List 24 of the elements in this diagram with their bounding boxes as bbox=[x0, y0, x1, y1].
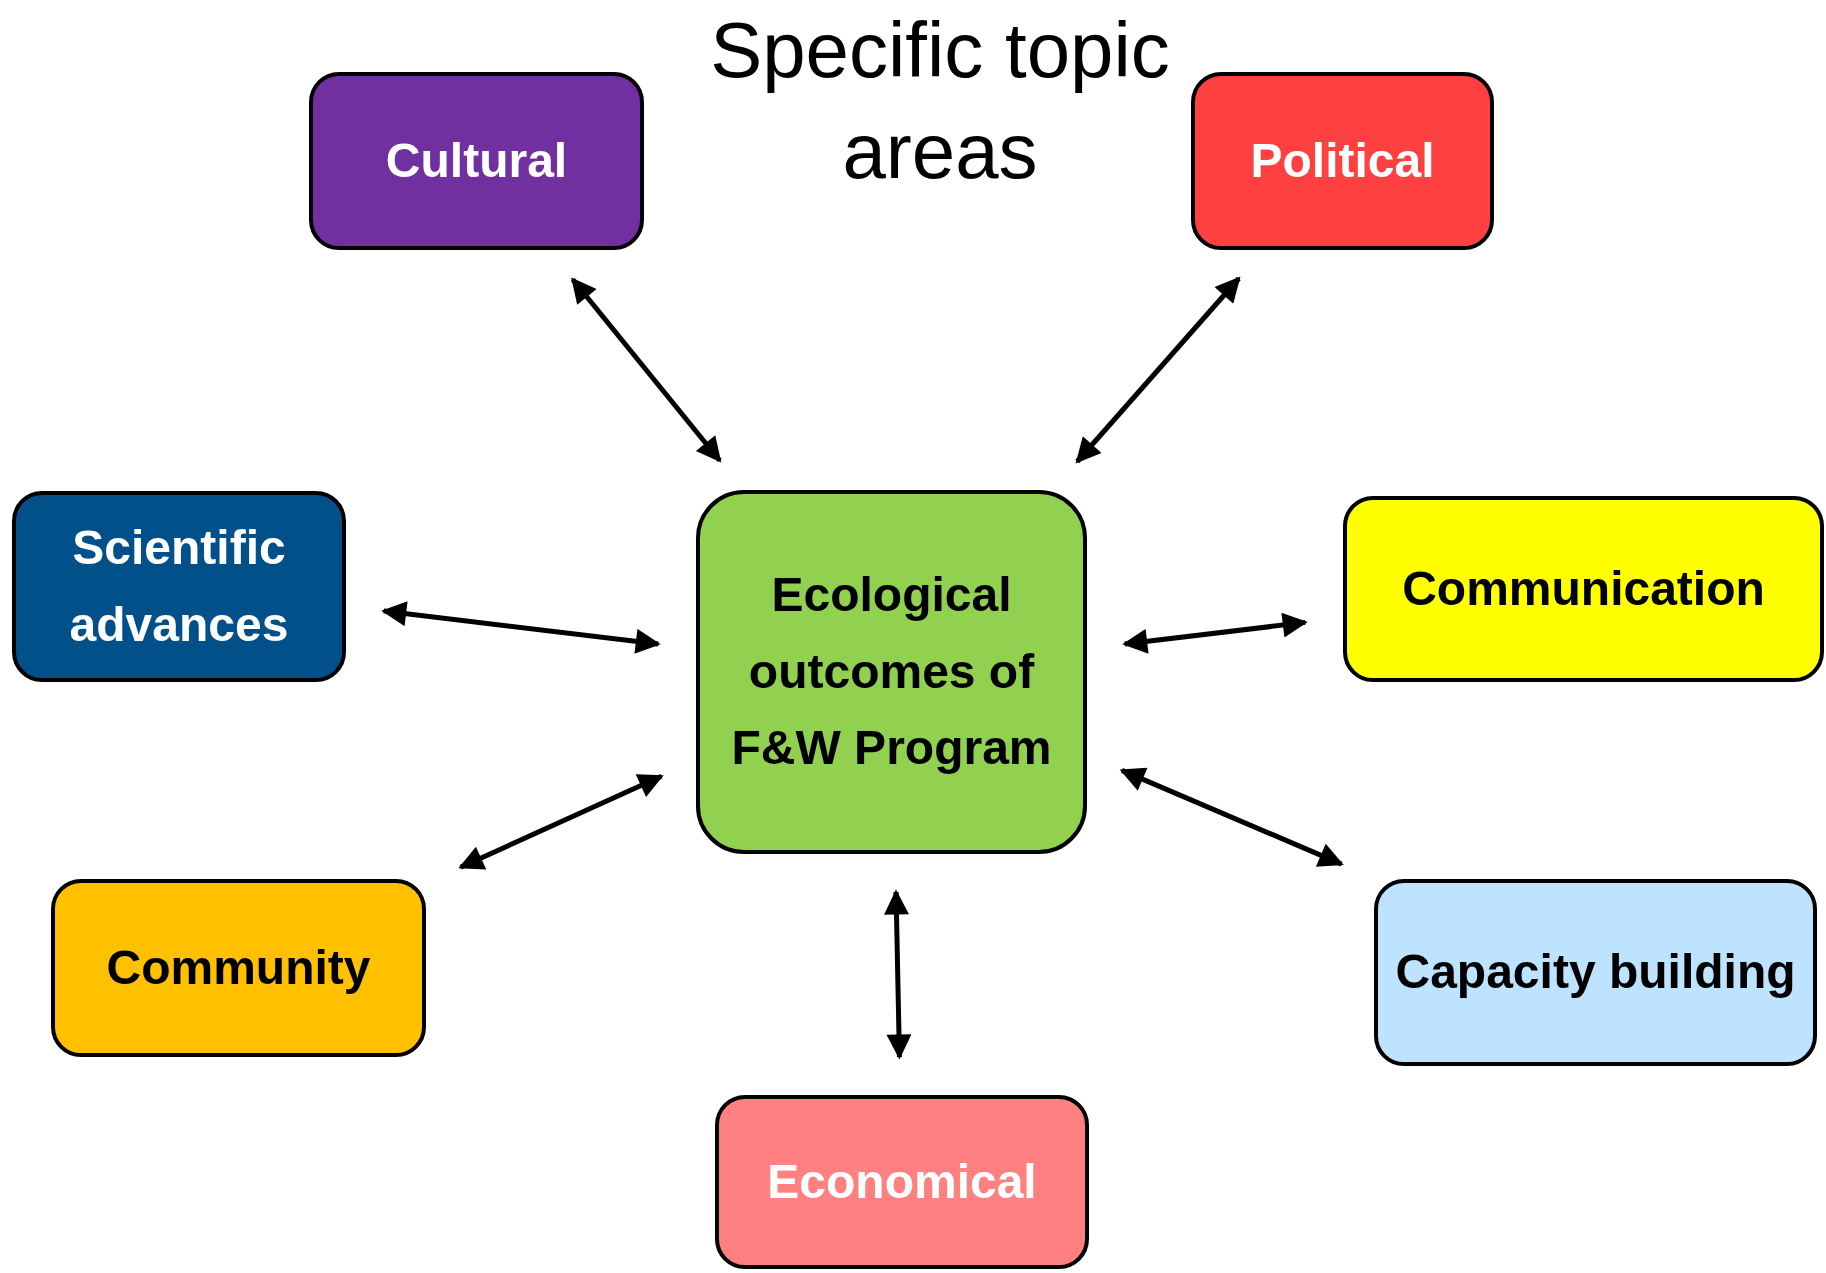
topic-box bbox=[1374, 879, 1817, 1066]
topic-box bbox=[715, 1095, 1089, 1269]
double-arrow bbox=[884, 889, 912, 1060]
box-label: Economical bbox=[767, 1153, 1037, 1210]
double-arrow bbox=[1119, 767, 1344, 867]
double-arrow bbox=[458, 774, 664, 870]
topic-box bbox=[1343, 496, 1824, 682]
box-label: Community bbox=[106, 939, 371, 996]
topic-box bbox=[1191, 72, 1494, 250]
box-label: Communication bbox=[1402, 560, 1765, 617]
box-label: Cultural bbox=[385, 132, 568, 189]
box-label: Ecological outcomes of F&W Program bbox=[730, 566, 1053, 777]
double-arrow bbox=[381, 601, 661, 654]
box-label: Political bbox=[1250, 132, 1435, 189]
topic-box bbox=[12, 491, 346, 682]
double-arrow bbox=[570, 277, 722, 463]
topic-box bbox=[696, 490, 1087, 854]
box-label: Capacity building bbox=[1395, 944, 1796, 1001]
box-label: Scientific advances bbox=[68, 519, 290, 653]
double-arrow bbox=[1122, 612, 1308, 654]
double-arrow bbox=[1075, 276, 1241, 464]
topic-box bbox=[51, 879, 426, 1057]
topic-box bbox=[309, 72, 644, 250]
title: Specific topic areas bbox=[709, 5, 1171, 198]
